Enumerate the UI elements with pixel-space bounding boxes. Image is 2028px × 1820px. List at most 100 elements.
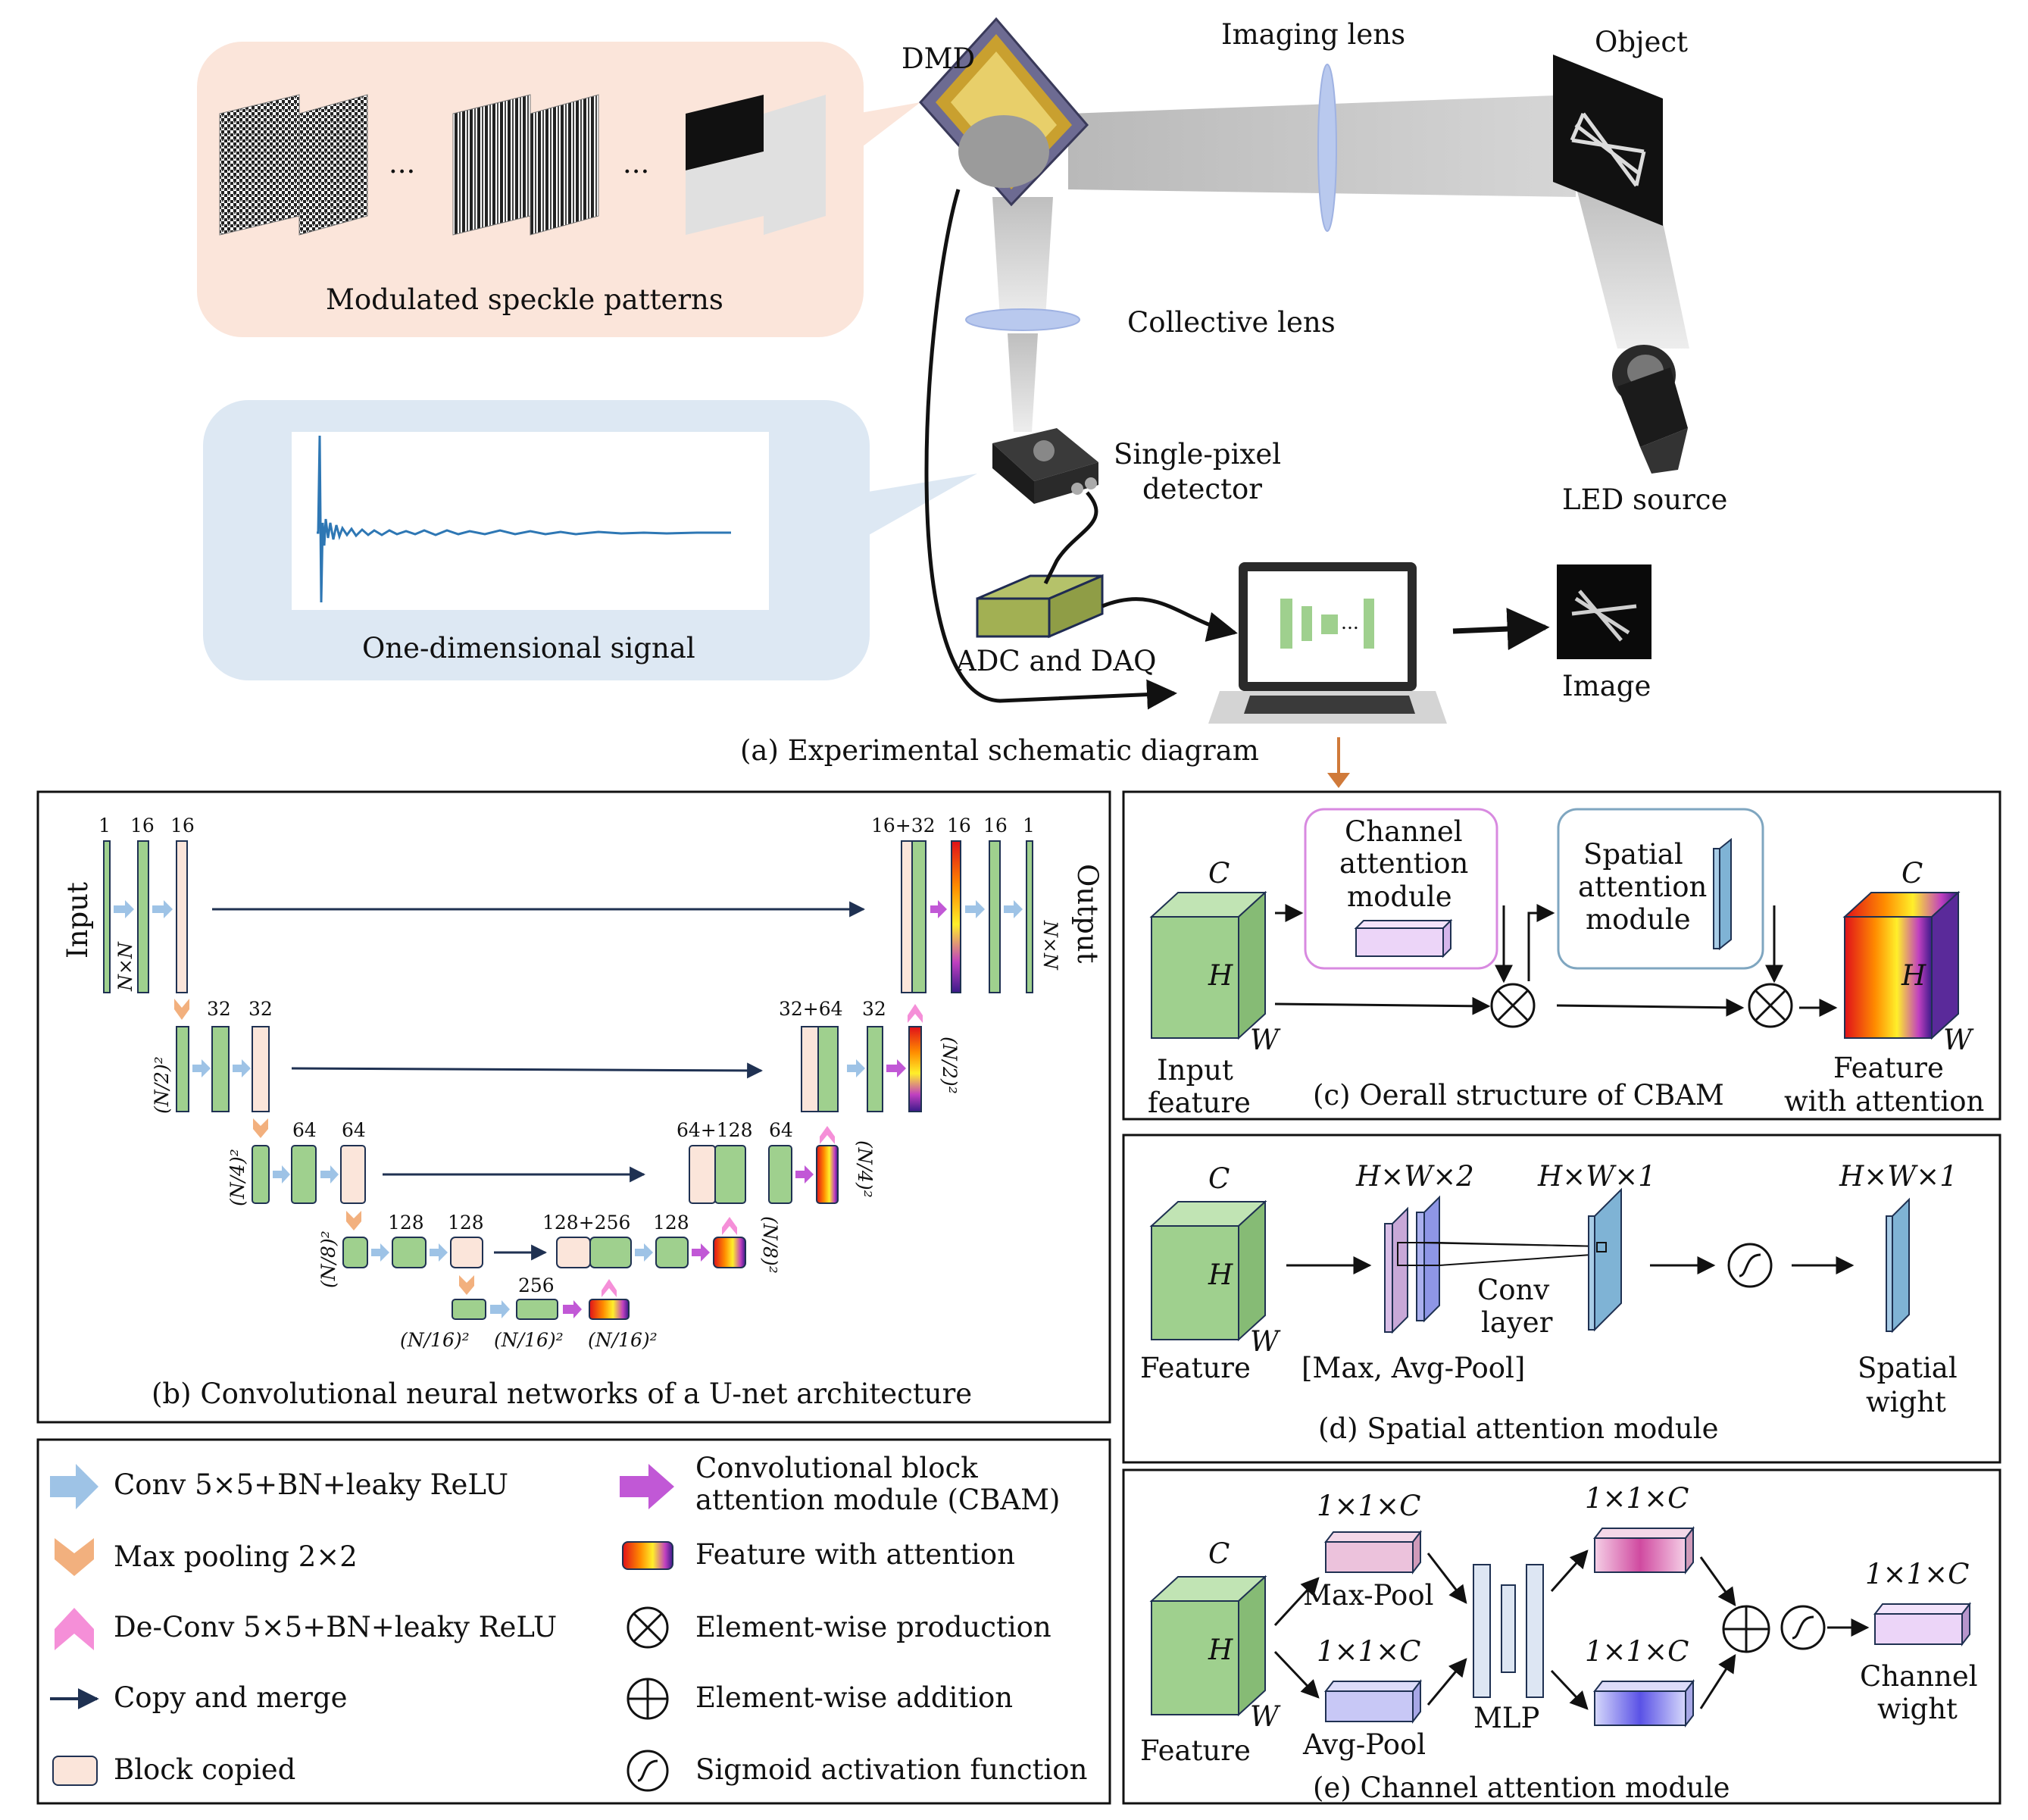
e-arrow-avgpool [1273, 1650, 1320, 1699]
c-in-C: C [1208, 857, 1230, 890]
e-feature: Feature [1140, 1734, 1251, 1767]
legend-prod-icon [627, 1606, 669, 1649]
block-l1-conv1 [137, 840, 149, 993]
image-label: Image [1562, 670, 1651, 702]
led-source [1612, 345, 1688, 474]
e-W: W [1250, 1700, 1281, 1733]
legend-cbam-1: Convolutional block [695, 1452, 978, 1484]
block-r3-copy [689, 1145, 716, 1204]
dmd-device [918, 17, 1089, 207]
d-C: C [1208, 1162, 1230, 1195]
c-out-W: W [1943, 1024, 1974, 1056]
reconstructed-structure [1571, 589, 1637, 642]
e-mlp-label: MLP [1473, 1702, 1539, 1734]
e-c11c: 1×1×C [1585, 1482, 1689, 1515]
block-r2-conv [867, 1026, 883, 1112]
block-l2-a [176, 1026, 189, 1112]
c-ch-1: Channel [1345, 815, 1463, 848]
legend-conv-icon [50, 1464, 98, 1509]
ch-r2-32: 32 [862, 998, 886, 1020]
adc-label: ADC and DAQ [955, 645, 1157, 677]
block-r1-copy [901, 840, 913, 993]
block-l3-a [252, 1145, 270, 1204]
block-r3-merge [714, 1145, 746, 1204]
conv-arrow-r4 [635, 1243, 653, 1262]
imaging-lens [1317, 64, 1337, 232]
single-pixel-detector [992, 428, 1098, 504]
c-in-H: H [1208, 959, 1233, 992]
ch-l3-64b: 64 [342, 1119, 366, 1141]
c-sp-1: Spatial [1583, 838, 1683, 871]
legend-sigmoid: Sigmoid activation function [695, 1753, 1087, 1786]
conv-arrow-l2a [192, 1059, 211, 1077]
beam-object-led [1576, 186, 1689, 349]
ch-l3-64a: 64 [292, 1119, 317, 1141]
block-l5-b [516, 1299, 558, 1320]
block-l5-a [452, 1299, 486, 1320]
block-l5-attn [589, 1299, 630, 1320]
conv-arrow-l1a [114, 900, 134, 918]
legend-block: Block copied [114, 1753, 295, 1786]
d-W: W [1250, 1325, 1281, 1358]
d-feature-cube [1149, 1199, 1267, 1342]
e-arrow-top-add [1699, 1556, 1736, 1606]
block-r2-copy [801, 1026, 819, 1112]
e-mlp [1473, 1564, 1544, 1698]
arrow-laptop-image [1452, 608, 1550, 651]
size-l4-left: (N/8)² [317, 1231, 339, 1288]
c-mult-1 [1490, 983, 1536, 1028]
maxpool-l2 [253, 1118, 268, 1138]
signal-label: One-dimensional signal [362, 632, 695, 665]
caption-b: (b) Convolutional neural networks of a U… [152, 1378, 972, 1410]
legend-cbam-icon [620, 1464, 674, 1509]
spatial-attention-box [1557, 808, 1764, 970]
size-l5-c: (N/16)² [588, 1329, 658, 1351]
conv-arrow-l3b [320, 1165, 339, 1184]
legend-attn: Feature with attention [695, 1538, 1015, 1571]
panel-d-frame [1122, 1134, 2001, 1464]
legend-copy: Copy and merge [114, 1681, 348, 1714]
block-l2-b [211, 1026, 230, 1112]
dmd-label: DMD [902, 42, 975, 75]
cbam-arrow-r2 [886, 1059, 906, 1077]
d-pool: [Max, Avg-Pool] [1301, 1352, 1525, 1384]
cable-dmd-laptop [924, 189, 1177, 710]
ch-r4-128256: 128+256 [542, 1212, 630, 1234]
d-pooled-maps [1384, 1195, 1603, 1334]
e-add [1722, 1605, 1770, 1653]
e-channel-weight [1873, 1602, 1972, 1646]
maxpool-l3 [346, 1211, 361, 1231]
e-mlp-out-bot [1592, 1679, 1695, 1728]
output-label: Output [1071, 864, 1104, 964]
input-feature-cube [1149, 890, 1267, 1040]
block-r3-conv [768, 1145, 792, 1204]
nxn-right: N×N [1039, 920, 1061, 971]
d-hw1: H×W×1 [1537, 1160, 1656, 1193]
speckle-pattern-1 [219, 94, 368, 236]
ch-r3-64: 64 [769, 1119, 793, 1141]
d-H: H [1208, 1259, 1233, 1291]
laptop-ellipsis: ... [1341, 611, 1359, 633]
input-label: Input [61, 882, 94, 958]
deconv-r4 [722, 1217, 737, 1235]
block-l4-b [392, 1237, 427, 1268]
e-feature-cube [1149, 1575, 1267, 1717]
signal-trace [317, 435, 731, 603]
e-C: C [1208, 1537, 1230, 1570]
d-hw2: H×W×2 [1355, 1160, 1474, 1193]
c-in-W: W [1250, 1024, 1281, 1056]
c-ch-3: module [1347, 880, 1452, 913]
c-out-C: C [1901, 857, 1923, 890]
caption-c: (c) Oerall structure of CBAM [1313, 1079, 1724, 1112]
d-hw1b: H×W×1 [1839, 1160, 1958, 1193]
signal-plot [292, 432, 769, 610]
d-out-1: Spatial [1858, 1352, 1958, 1384]
e-H: H [1208, 1634, 1233, 1666]
legend-deconv: De-Conv 5×5+BN+leaky ReLU [114, 1611, 557, 1643]
c-out-H: H [1901, 959, 1926, 992]
speckle-pattern-2 [452, 94, 599, 236]
deconv-r3 [820, 1126, 835, 1144]
d-conv-1: Conv [1477, 1274, 1549, 1306]
block-r4-conv [655, 1237, 689, 1268]
